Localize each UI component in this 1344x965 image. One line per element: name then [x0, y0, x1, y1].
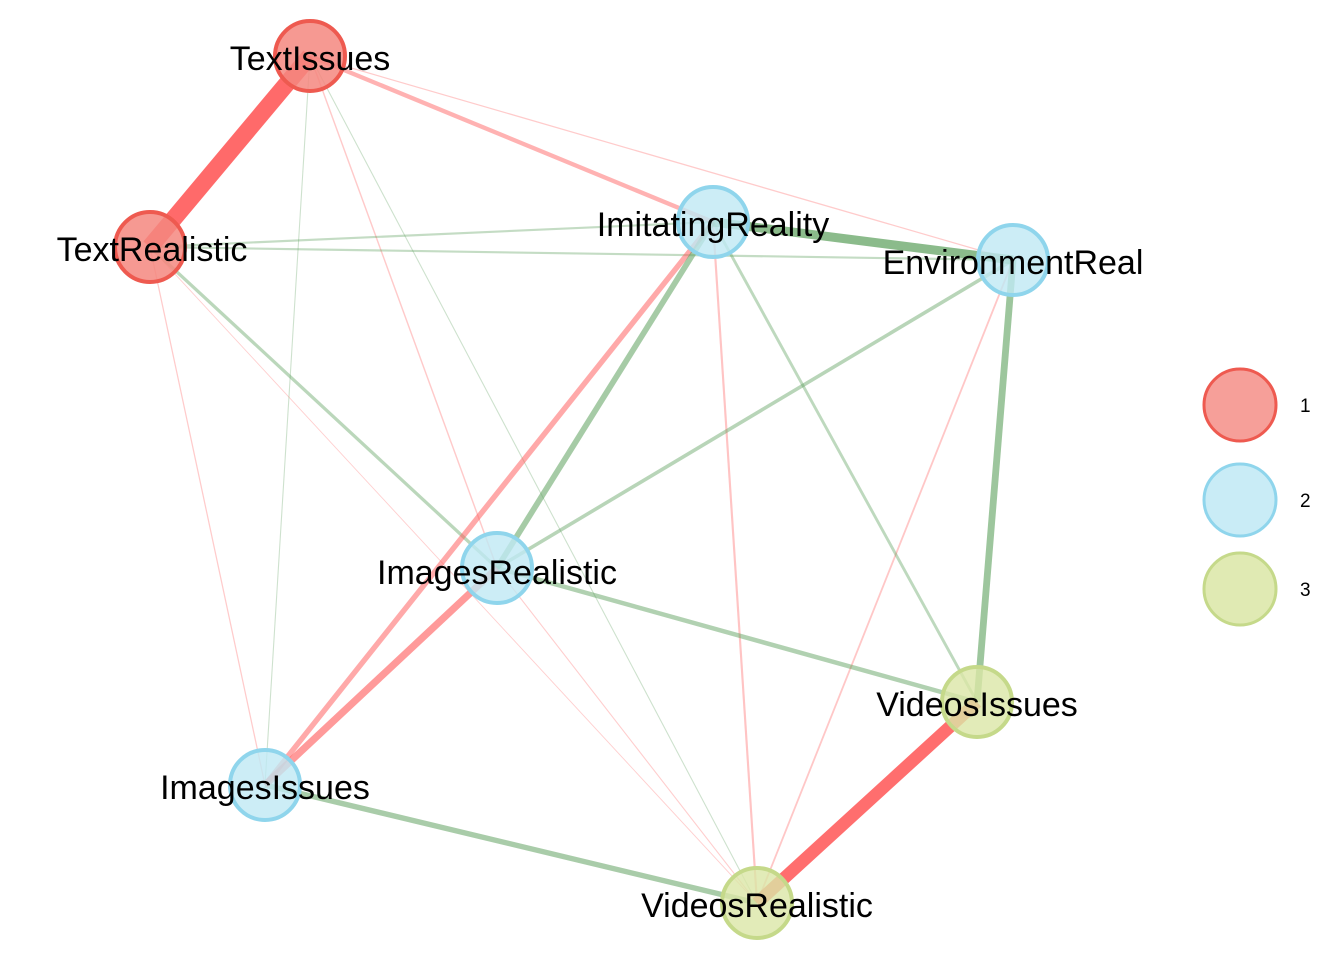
- edge-TextRealistic-ImitatingReality: [149, 220, 714, 249]
- legend-swatch-2: [1202, 462, 1278, 538]
- node-TextRealistic[interactable]: [113, 210, 187, 284]
- legend-swatch-3: [1202, 551, 1278, 627]
- node-label-TextRealistic: TextRealistic: [57, 231, 248, 269]
- edge-ImagesIssues-VideosRealistic: [264, 782, 758, 906]
- edge-ImitatingReality-VideosRealistic: [711, 221, 759, 904]
- edges-layer: [143, 50, 1017, 908]
- edge-TextRealistic-ImagesRealistic: [148, 245, 499, 570]
- edge-ImagesRealistic-VideosRealistic: [496, 567, 758, 904]
- node-EnvironmentRealistic[interactable]: [976, 223, 1050, 297]
- edge-EnvironmentRealistic-ImagesRealistic: [496, 258, 1014, 570]
- node-TextIssues[interactable]: [273, 19, 347, 93]
- node-label-TextIssues: TextIssues: [230, 40, 391, 78]
- node-label-VideosRealistic: VideosRealistic: [641, 887, 873, 925]
- edge-EnvironmentRealistic-VideosIssues: [973, 259, 1017, 703]
- node-VideosIssues[interactable]: [940, 665, 1014, 739]
- node-label-VideosIssues: VideosIssues: [876, 686, 1078, 724]
- node-ImagesIssues[interactable]: [228, 748, 302, 822]
- node-ImagesRealistic[interactable]: [460, 531, 534, 605]
- node-label-EnvironmentRealistic: EnvironmentReal: [883, 244, 1144, 282]
- edge-TextIssues-ImagesRealistic: [309, 55, 498, 569]
- legend: 1 2 3: [1202, 367, 1311, 627]
- legend-label-2: 2: [1300, 491, 1311, 512]
- edge-TextRealistic-VideosRealistic: [149, 246, 758, 904]
- edge-ImagesRealistic-VideosIssues: [496, 565, 978, 705]
- edge-ImitatingReality-EnvironmentRealistic: [712, 217, 1014, 265]
- edge-ImitatingReality-ImagesRealistic: [494, 220, 716, 570]
- edge-TextIssues-ImitatingReality: [309, 54, 714, 224]
- node-label-ImagesIssues: ImagesIssues: [160, 769, 370, 807]
- edge-ImagesRealistic-ImagesIssues: [262, 565, 500, 788]
- legend-label-3: 3: [1300, 580, 1311, 601]
- edge-TextIssues-VideosRealistic: [309, 55, 758, 904]
- legend-label-1: 1: [1300, 396, 1311, 417]
- edge-ImitatingReality-VideosIssues: [711, 221, 979, 703]
- legend-swatch-1: [1202, 367, 1278, 443]
- edge-EnvironmentRealistic-VideosRealistic: [756, 259, 1014, 904]
- node-label-ImagesRealistic: ImagesRealistic: [377, 554, 617, 592]
- edge-TextIssues-EnvironmentRealistic: [309, 55, 1014, 261]
- edge-VideosIssues-VideosRealistic: [752, 697, 982, 908]
- nodes-layer: [113, 19, 1050, 940]
- node-VideosRealistic[interactable]: [720, 866, 794, 940]
- node-label-ImitatingReality: ImitatingReality: [597, 206, 829, 244]
- edge-ImitatingReality-ImagesIssues: [262, 220, 716, 787]
- edge-TextIssues-TextRealistic: [143, 50, 317, 253]
- edge-TextRealistic-EnvironmentRealistic: [149, 245, 1014, 262]
- edge-TextRealistic-ImagesIssues: [149, 246, 266, 786]
- edge-TextIssues-ImagesIssues: [264, 55, 311, 786]
- node-ImitatingReality[interactable]: [676, 185, 750, 259]
